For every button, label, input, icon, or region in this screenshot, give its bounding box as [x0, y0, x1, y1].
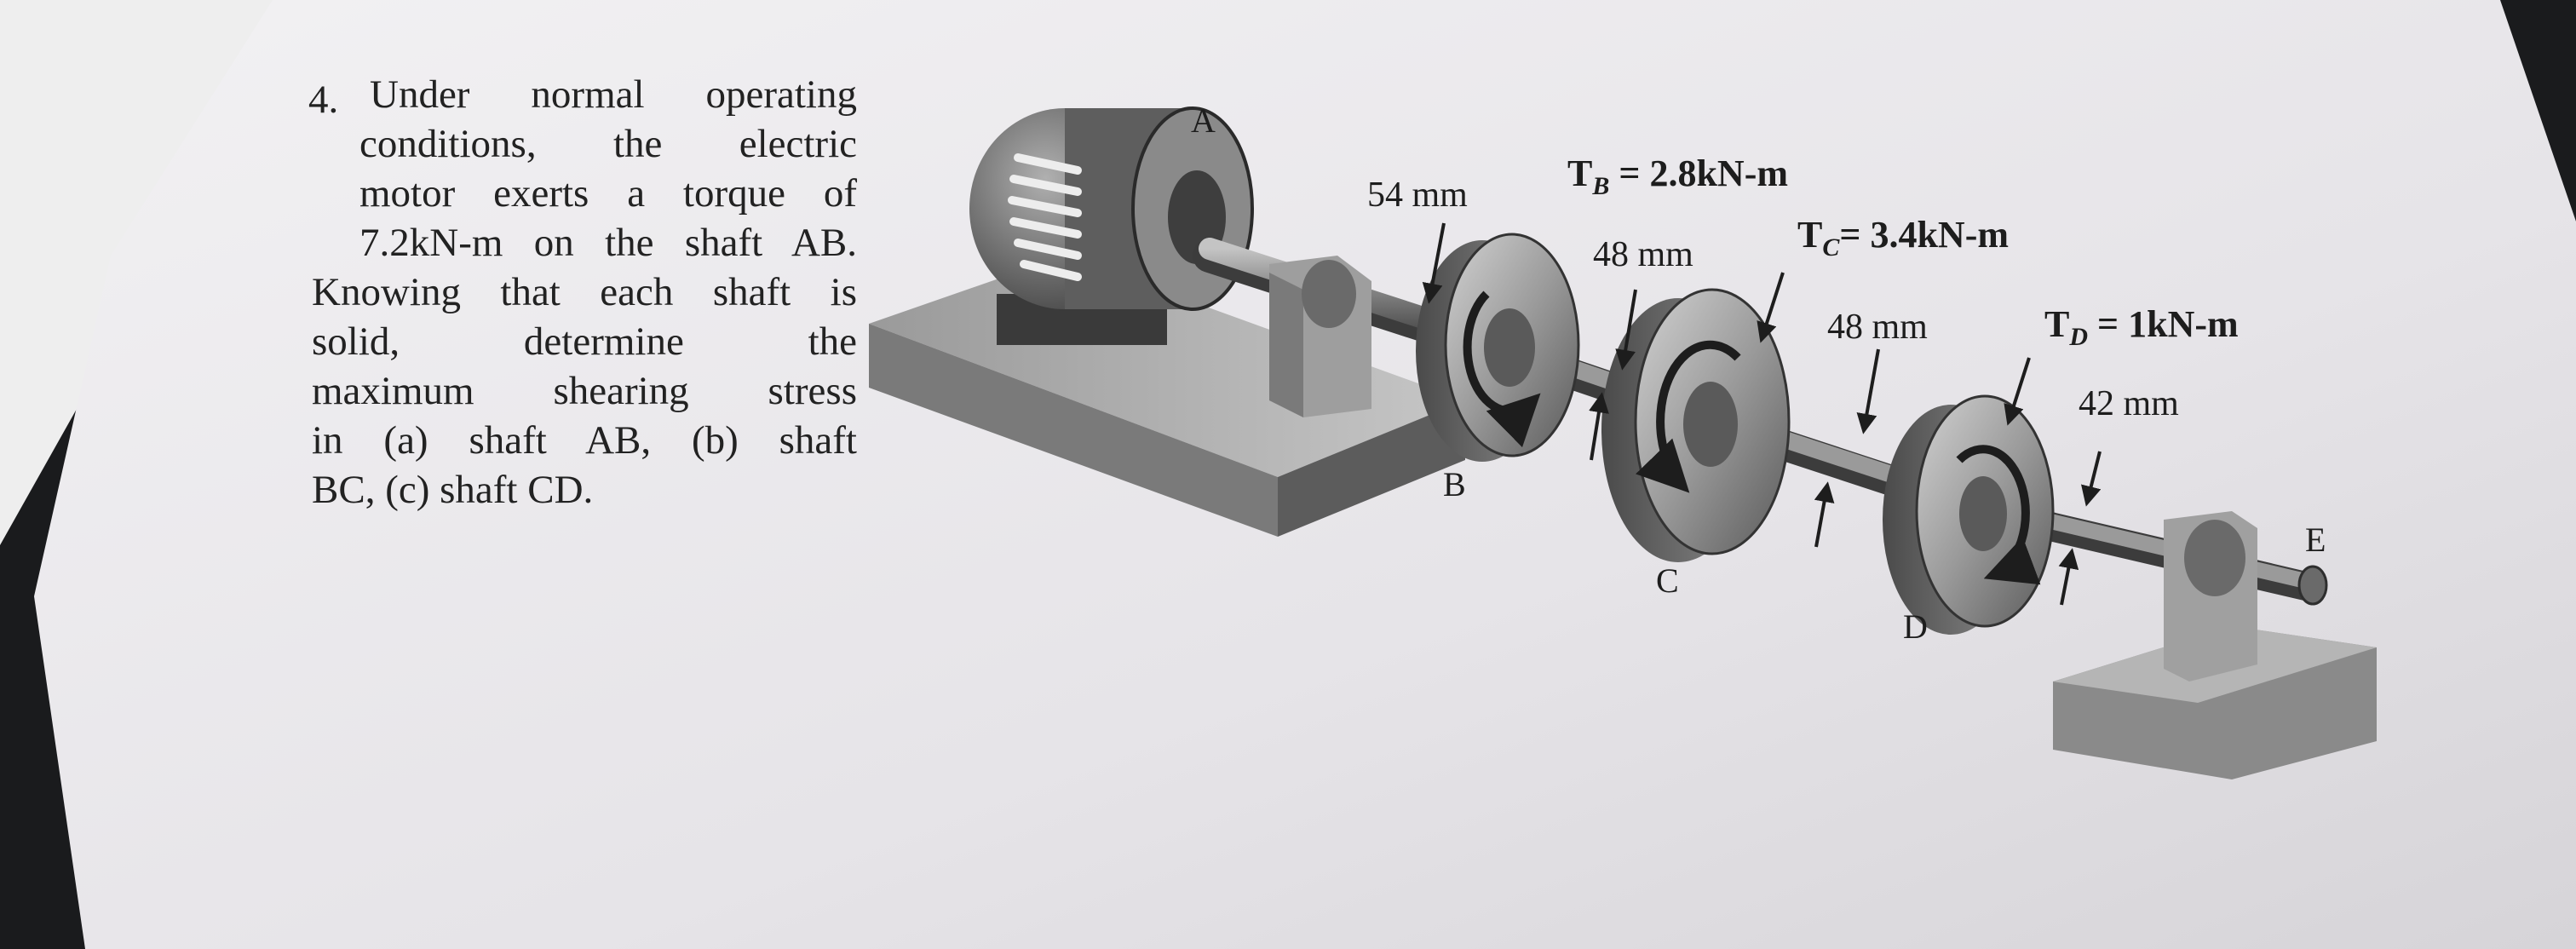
torque-subscript: B [1592, 171, 1610, 200]
problem-line: maximum shearing stress [312, 369, 857, 413]
torque-value: = 3.4kN-m [1839, 214, 2009, 256]
problem-line: conditions, the electric [359, 122, 857, 166]
gear-b [1416, 233, 1580, 462]
bearing-right [2053, 511, 2377, 779]
torque-subscript: C [1822, 233, 1840, 262]
torque-symbol: T [1797, 214, 1823, 256]
diameter-bc: 48 mm [1593, 235, 1693, 274]
problem-line: 7.2kN-m on the shaft AB. [359, 221, 857, 265]
problem-line: Under normal operating [370, 72, 857, 117]
diameter-de: 42 mm [2079, 384, 2179, 423]
problem-line: Knowing that each shaft is [312, 270, 857, 314]
point-label-e: E [2305, 521, 2326, 559]
torque-d-label: TD = 1kN-m [2044, 302, 2239, 352]
torque-symbol: T [1567, 152, 1593, 194]
point-label-b: B [1443, 465, 1466, 503]
torque-symbol: T [2044, 303, 2070, 345]
torque-value: = 1kN-m [2097, 303, 2239, 345]
problem-line: in (a) shaft AB, (b) shaft [312, 418, 857, 463]
diameter-ab: 54 mm [1367, 175, 1468, 215]
point-label-a: A [1191, 101, 1216, 140]
point-label-c: C [1656, 561, 1679, 600]
torque-subscript: D [2069, 322, 2089, 351]
problem-line: BC, (c) shaft CD. [312, 468, 594, 512]
diameter-cd: 48 mm [1827, 308, 1928, 347]
gear-c [1601, 288, 1791, 562]
problem-statement: 4. Under normal operating conditions, th… [308, 70, 857, 515]
problem-number: 4. [308, 78, 339, 122]
problem-line: motor exerts a torque of [359, 171, 857, 216]
problem-line: solid, determine the [312, 319, 857, 364]
torque-value: = 2.8kN-m [1619, 152, 1788, 194]
point-label-d: D [1903, 607, 1928, 646]
torque-b-label: TB = 2.8kN-m [1567, 152, 1788, 201]
gear-d [1883, 394, 2055, 635]
torque-c-label: TC= 3.4kN-m [1797, 213, 2009, 262]
dimension-arrows [1422, 222, 2102, 606]
bearing-left [1269, 256, 1371, 417]
